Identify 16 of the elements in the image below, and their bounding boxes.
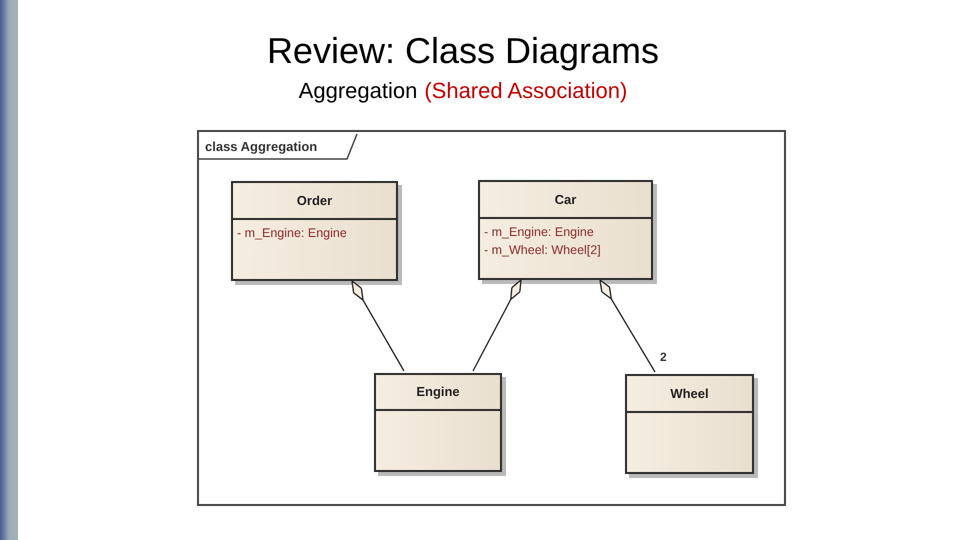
- aggregation-line: [472, 279, 522, 372]
- class-name: Order: [296, 192, 332, 210]
- aggregation-line: [351, 280, 405, 372]
- class-name: Wheel: [670, 384, 709, 403]
- attribute-text: - m_Engine: Engine: [237, 225, 348, 242]
- attribute-text: - m_Engine: Engine: [484, 224, 595, 241]
- class-name: Car: [554, 190, 576, 209]
- diagram-frame: [197, 130, 786, 506]
- subtitle-text: (Shared Association): [424, 77, 628, 105]
- slide-title: Review: Class Diagrams: [266, 29, 660, 73]
- aggregation-line: [599, 279, 656, 372]
- class-name: Engine: [416, 383, 460, 402]
- subtitle-text: Aggregation: [298, 77, 418, 105]
- frame-label: class Aggregation: [205, 138, 318, 156]
- multiplicity-label: 2: [659, 350, 668, 364]
- attribute-text: - m_Wheel: Wheel[2]: [484, 242, 602, 259]
